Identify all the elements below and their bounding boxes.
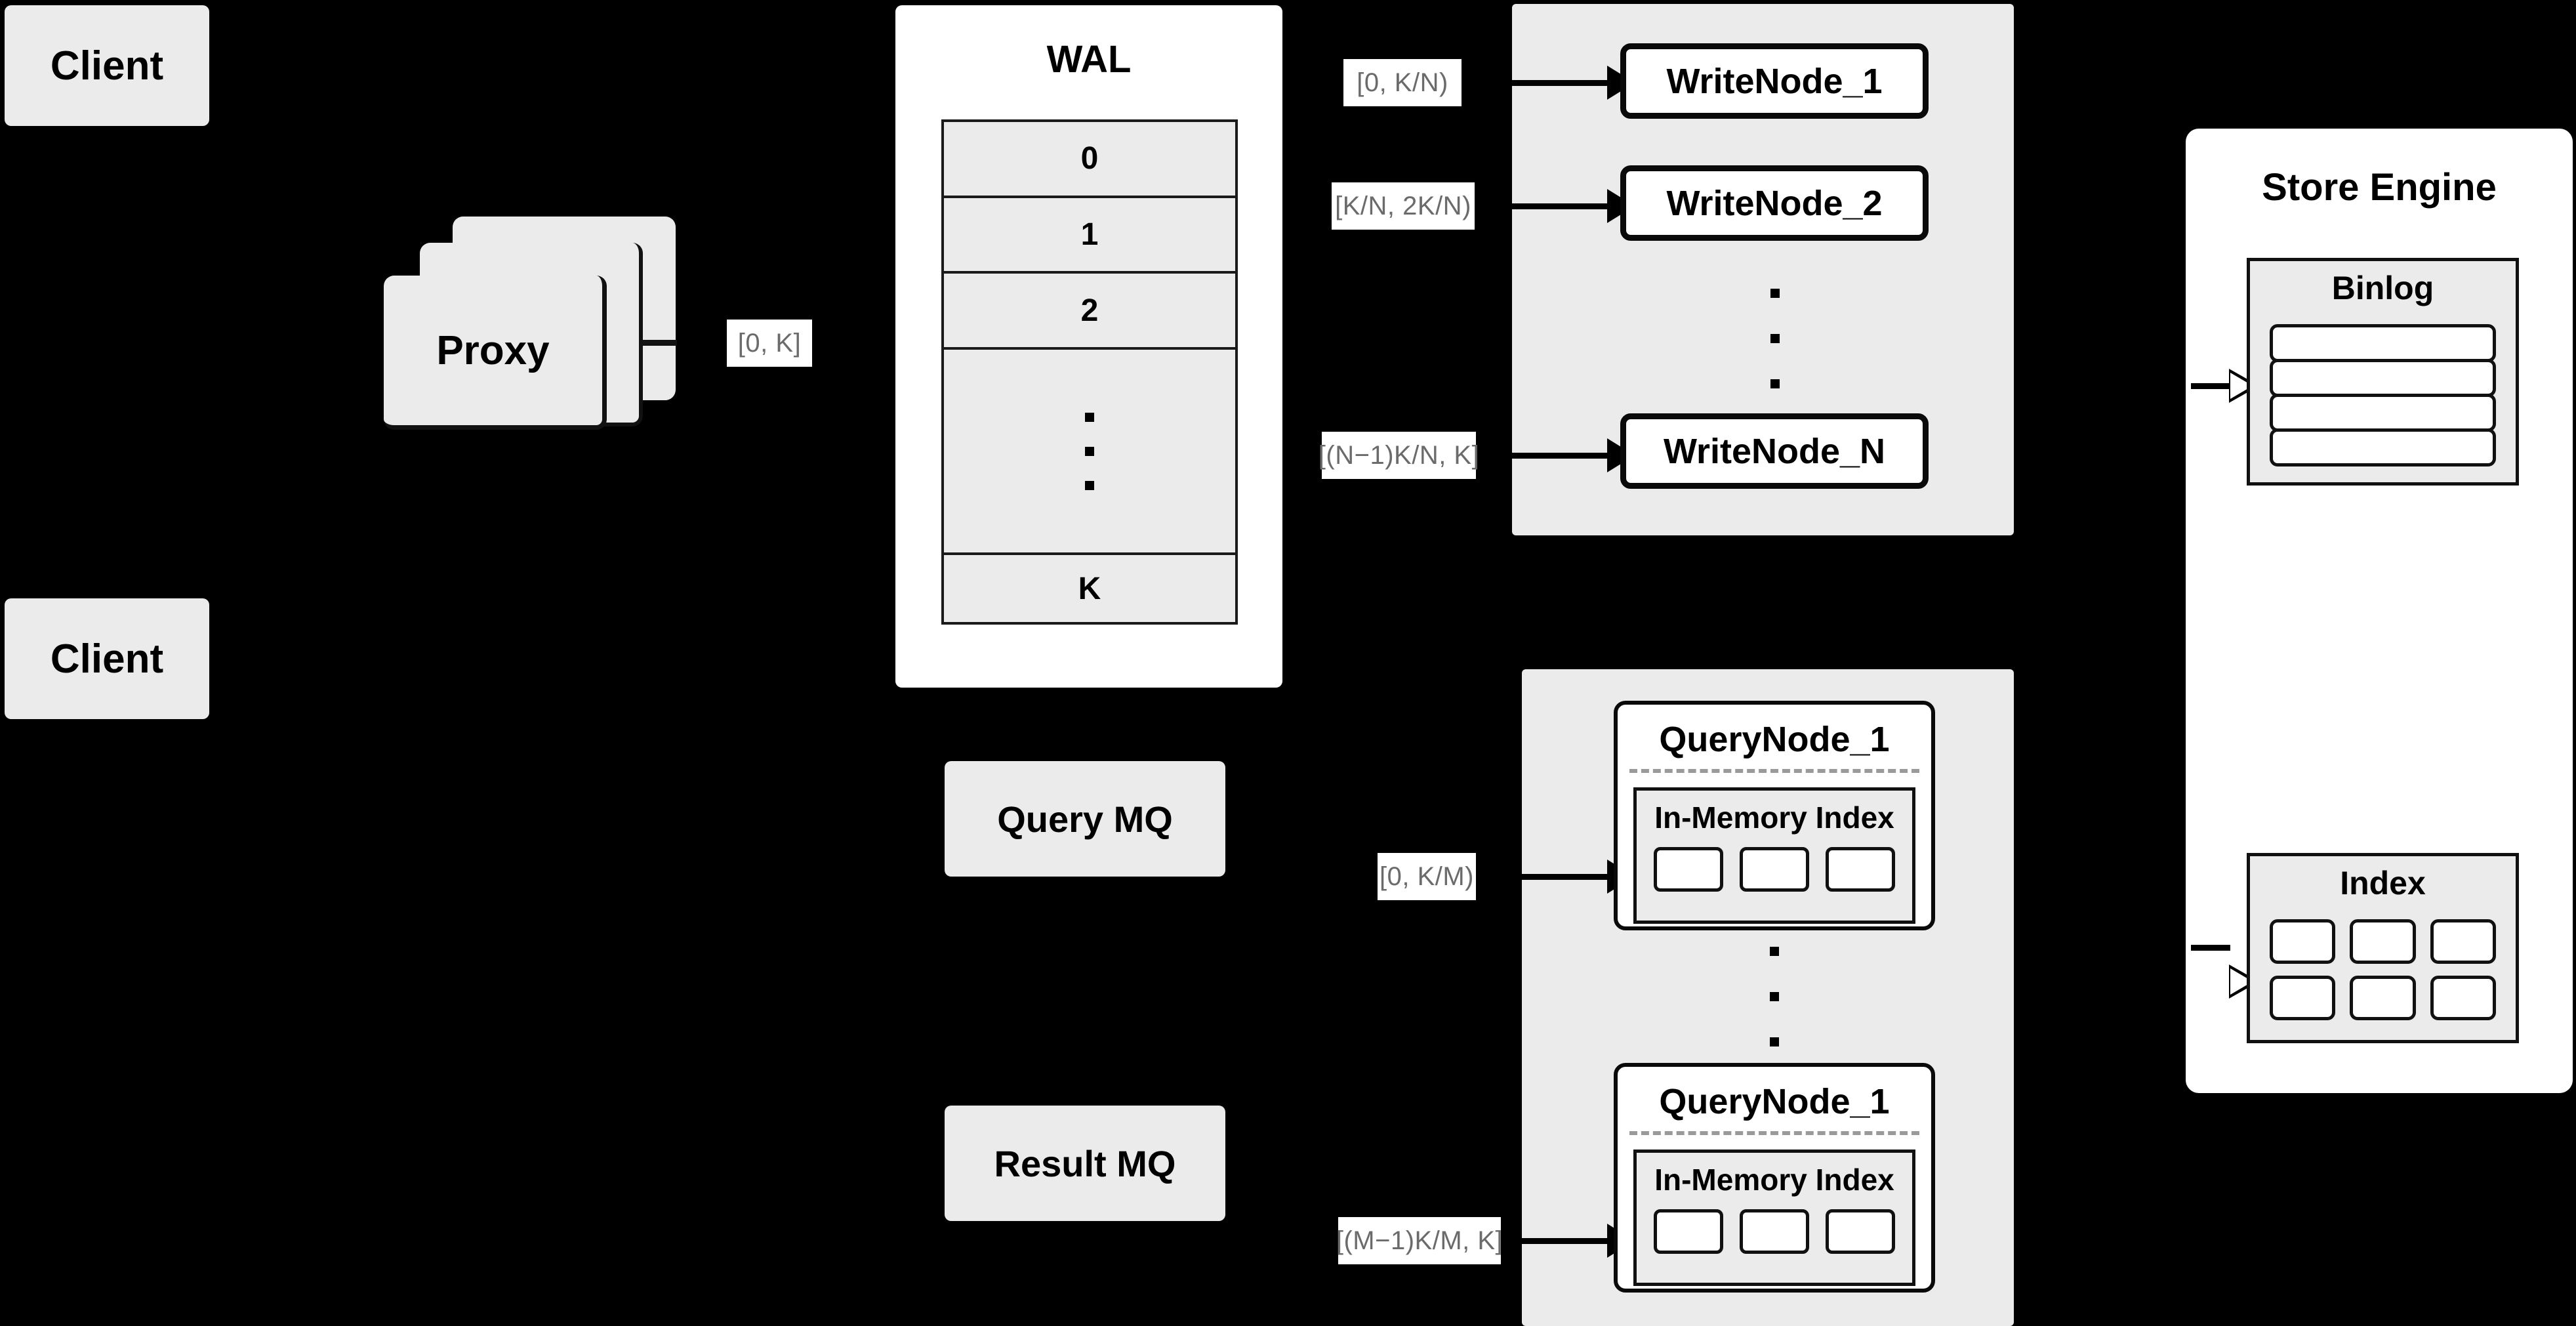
write-node-1[interactable]: WriteNode_1: [1620, 43, 1929, 119]
write-node-n[interactable]: WriteNode_N: [1620, 413, 1929, 489]
range-text: [K/N, 2K/N): [1335, 191, 1471, 220]
index-cell: [2270, 976, 2336, 1020]
store-index-grid: [2270, 919, 2496, 1020]
index-cell: [2350, 919, 2416, 964]
write-node-1-range-label: [0, K/N): [1343, 59, 1462, 106]
write-node-2-range-label: [K/N, 2K/N): [1332, 182, 1475, 230]
write-node-2-arrow-line: [1501, 203, 1612, 209]
query-node-2-arrow-line: [1502, 1238, 1612, 1244]
query-node-1-range-label: [0, K/M): [1378, 853, 1476, 900]
in-memory-index-panel: In-Memory Index: [1633, 1150, 1915, 1286]
wal-row: K: [944, 555, 1235, 622]
query-node-divider: [1629, 769, 1919, 773]
in-memory-index-panel: In-Memory Index: [1633, 787, 1915, 924]
in-memory-index-slots: [1637, 847, 1912, 892]
index-cell: [2430, 919, 2496, 964]
index-slot: [1654, 847, 1724, 892]
store-index-panel: Index: [2247, 853, 2519, 1043]
in-memory-index-slots: [1637, 1209, 1912, 1254]
proxy-card-front[interactable]: Proxy: [384, 276, 607, 430]
binlog-rows: [2270, 324, 2496, 466]
proxy-connector-stub: [643, 340, 677, 346]
ellipsis-dot: [1085, 480, 1094, 490]
wal-row-ellipsis: [944, 349, 1235, 556]
write-node-2[interactable]: WriteNode_2: [1620, 165, 1929, 241]
proxy-label: Proxy: [436, 327, 550, 373]
ellipsis-dot: [1770, 334, 1780, 343]
ellipsis-dot: [1770, 992, 1779, 1001]
wal-title: WAL: [1046, 37, 1132, 81]
write-node-1-arrow-line: [1501, 80, 1612, 86]
index-cell: [2270, 919, 2336, 964]
write-node-ellipsis: [1770, 289, 1780, 388]
store-index-arrow-line: [2191, 945, 2230, 951]
client-box-2[interactable]: Client: [5, 598, 209, 719]
store-engine-title: Store Engine: [2262, 165, 2497, 209]
ellipsis-dot: [1770, 289, 1780, 298]
range-text: [(M−1)K/M, K]: [1336, 1226, 1503, 1255]
in-memory-index-title: In-Memory Index: [1654, 800, 1894, 835]
binlog-row: [2270, 428, 2496, 466]
query-node-1-arrow-line: [1502, 874, 1612, 880]
write-node-label: WriteNode_2: [1666, 183, 1883, 223]
result-mq-label: Result MQ: [994, 1142, 1176, 1184]
write-node-label: WriteNode_N: [1663, 431, 1886, 471]
query-mq-label: Query MQ: [997, 798, 1173, 840]
index-slot: [1825, 847, 1895, 892]
proxy-range-label: [0, K]: [727, 320, 812, 367]
index-slot: [1739, 1209, 1809, 1254]
range-text: [0, K]: [737, 328, 802, 358]
query-node-label: QueryNode_1: [1659, 720, 1890, 759]
binlog-panel: Binlog: [2247, 258, 2519, 486]
write-node-label: WriteNode_1: [1666, 61, 1883, 101]
client-label: Client: [50, 636, 164, 682]
index-slot: [1825, 1209, 1895, 1254]
wal-row: 0: [944, 122, 1235, 198]
ellipsis-dot: [1085, 446, 1094, 456]
wal-row: 2: [944, 274, 1235, 350]
binlog-arrow-line: [2191, 383, 2230, 389]
query-node-ellipsis: [1770, 947, 1779, 1046]
index-cell: [2350, 976, 2416, 1020]
range-text: [(N−1)K/N, K]: [1318, 440, 1480, 470]
write-node-n-range-label: [(N−1)K/N, K]: [1318, 432, 1480, 479]
wal-row: 1: [944, 197, 1235, 274]
query-mq-box[interactable]: Query MQ: [945, 761, 1225, 877]
client-box-1[interactable]: Client: [5, 5, 209, 126]
binlog-title: Binlog: [2331, 270, 2434, 306]
range-text: [0, K/M): [1379, 861, 1475, 891]
range-text: [0, K/N): [1357, 68, 1448, 97]
client-label: Client: [50, 43, 164, 89]
query-node-2-range-label: [(M−1)K/M, K]: [1336, 1217, 1503, 1264]
wal-table: 0 1 2 K: [941, 119, 1238, 625]
ellipsis-dot: [1770, 947, 1779, 956]
query-node-divider: [1629, 1131, 1919, 1135]
binlog-row: [2270, 359, 2496, 397]
ellipsis-dot: [1770, 379, 1780, 388]
result-mq-box[interactable]: Result MQ: [945, 1106, 1225, 1221]
binlog-row: [2270, 324, 2496, 362]
index-cell: [2430, 976, 2496, 1020]
ellipsis-dot: [1770, 1037, 1779, 1046]
store-index-title: Index: [2340, 865, 2426, 901]
binlog-row: [2270, 394, 2496, 432]
in-memory-index-title: In-Memory Index: [1654, 1163, 1894, 1197]
ellipsis-dot: [1085, 412, 1094, 422]
query-node-2[interactable]: QueryNode_1 In-Memory Index: [1614, 1063, 1935, 1293]
write-node-n-arrow-line: [1501, 453, 1612, 459]
index-slot: [1654, 1209, 1724, 1254]
query-node-1[interactable]: QueryNode_1 In-Memory Index: [1614, 701, 1935, 930]
index-slot: [1739, 847, 1809, 892]
query-node-label: QueryNode_1: [1659, 1082, 1890, 1121]
